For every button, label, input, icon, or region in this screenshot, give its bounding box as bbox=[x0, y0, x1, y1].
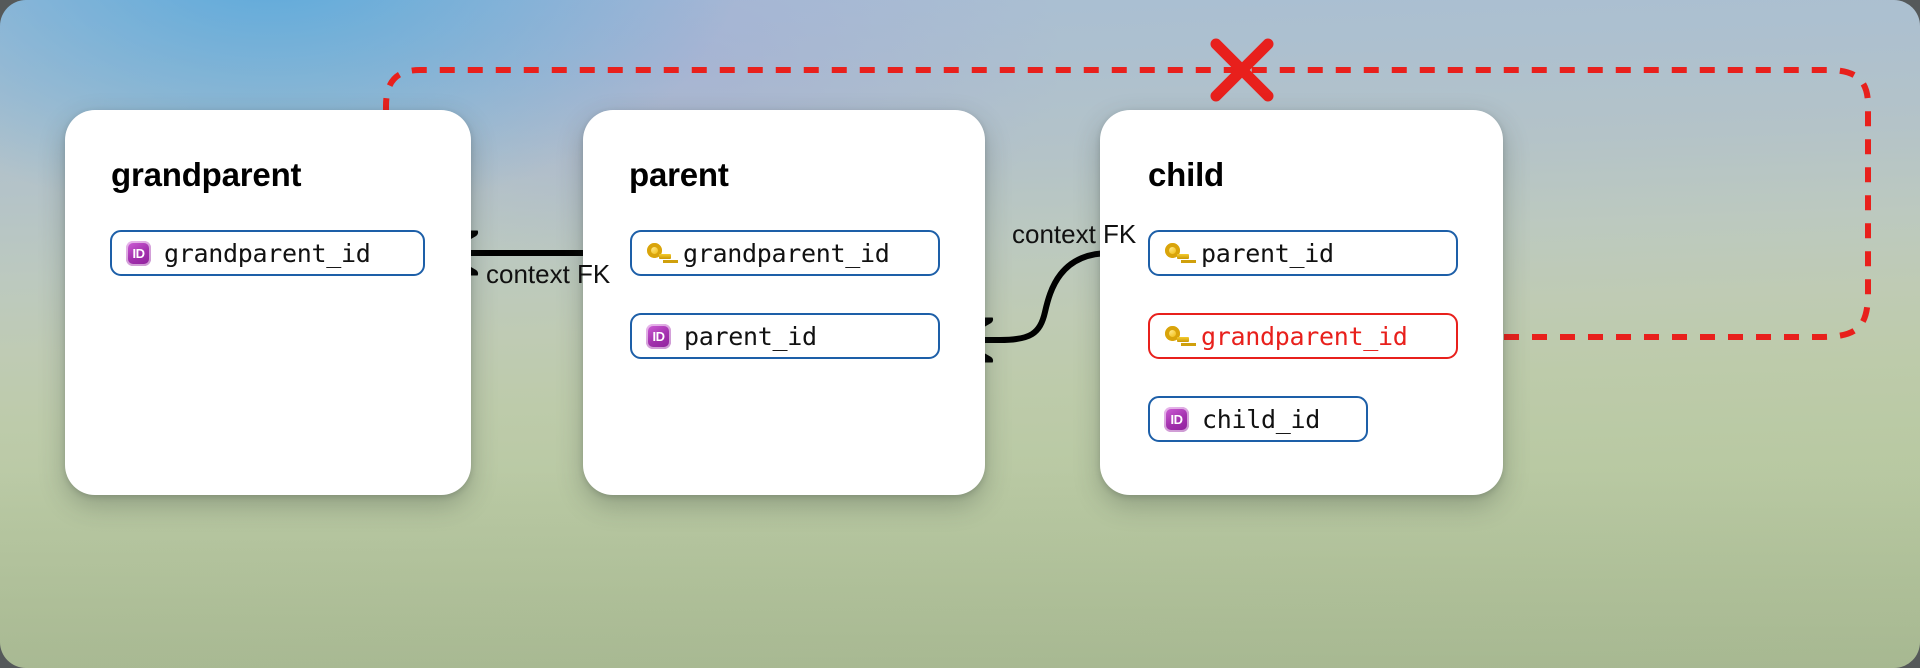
id-badge-icon bbox=[646, 323, 671, 349]
field-label: grandparent_id bbox=[683, 238, 890, 268]
id-badge-icon bbox=[1164, 406, 1189, 432]
edge-label-child-to-parent: context FK bbox=[1012, 219, 1137, 249]
key-icon bbox=[1164, 324, 1190, 348]
field-parent-grandparent-id[interactable]: grandparent_id bbox=[630, 230, 940, 276]
table-card-parent[interactable]: parent grandparent_id parent_id bbox=[583, 110, 985, 495]
field-grandparent-grandparent-id[interactable]: grandparent_id bbox=[110, 230, 425, 276]
field-label: parent_id bbox=[1201, 238, 1334, 268]
id-badge-icon bbox=[126, 240, 151, 266]
table-title-child: child bbox=[1148, 156, 1225, 193]
field-child-child-id[interactable]: child_id bbox=[1148, 396, 1368, 442]
field-child-grandparent-id[interactable]: grandparent_id bbox=[1148, 313, 1458, 359]
field-label: parent_id bbox=[684, 321, 817, 351]
field-label: grandparent_id bbox=[1201, 321, 1408, 351]
key-icon bbox=[1164, 241, 1190, 265]
field-child-parent-id[interactable]: parent_id bbox=[1148, 230, 1458, 276]
field-parent-parent-id[interactable]: parent_id bbox=[630, 313, 940, 359]
table-title-grandparent: grandparent bbox=[111, 156, 302, 193]
field-label: child_id bbox=[1202, 404, 1321, 434]
table-title-parent: parent bbox=[629, 156, 729, 193]
edge-label-parent-to-grandparent: context FK bbox=[486, 259, 611, 289]
table-card-grandparent[interactable]: grandparent grandparent_id bbox=[65, 110, 471, 495]
field-label: grandparent_id bbox=[164, 238, 371, 268]
key-icon bbox=[646, 241, 672, 265]
table-card-child[interactable]: child parent_id grandparent_id child_id bbox=[1100, 110, 1503, 495]
